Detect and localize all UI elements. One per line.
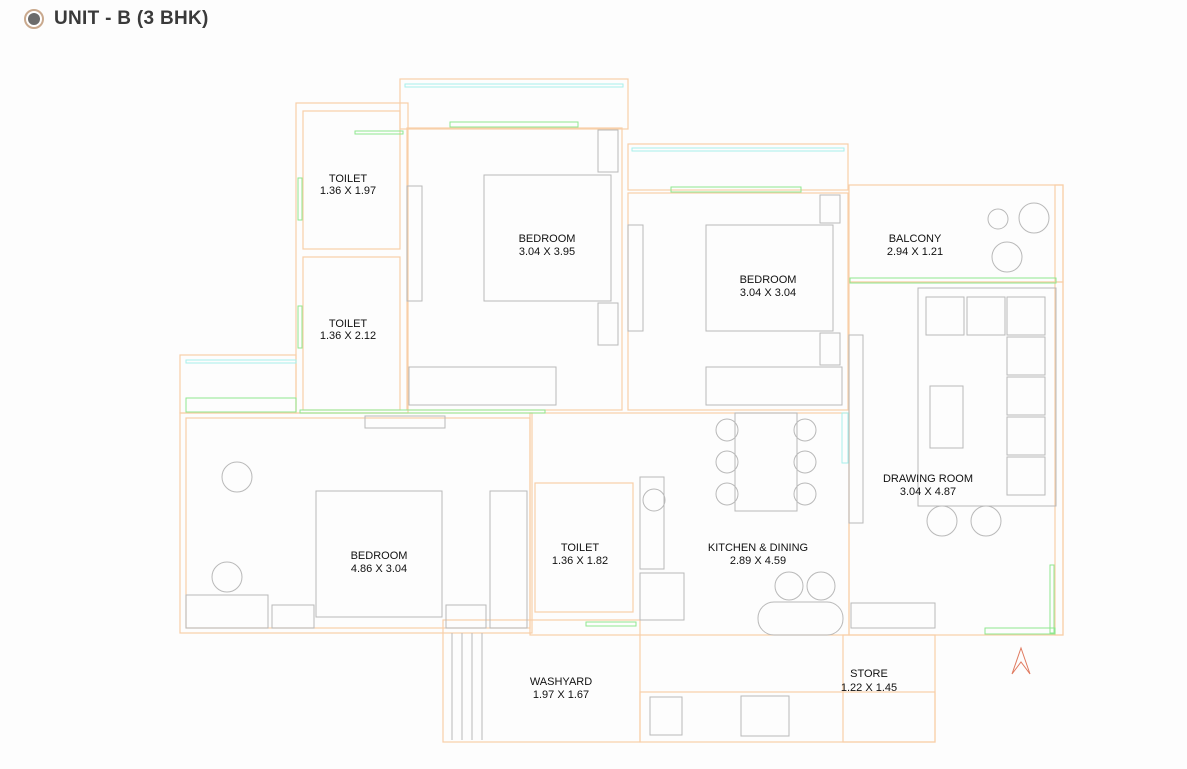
room-name: TOILET [329, 318, 368, 330]
unit-header: UNIT - B (3 BHK) [24, 8, 209, 30]
room-size: 1.36 X 1.97 [320, 185, 376, 197]
windows [185, 83, 1057, 635]
room-name: WASHYARD [530, 676, 592, 688]
room-size: 3.04 X 4.87 [900, 486, 956, 498]
unit-title: UNIT - B (3 BHK) [54, 8, 209, 29]
room-size: 1.36 X 2.12 [320, 330, 376, 342]
north-arrow-icon [1011, 646, 1031, 675]
furniture [185, 129, 1057, 740]
room-size: 2.94 X 1.21 [887, 246, 943, 258]
walls [179, 78, 1064, 743]
room-size: 3.04 X 3.95 [519, 246, 575, 258]
room-size: 3.04 X 3.04 [740, 287, 796, 299]
room-name: KITCHEN & DINING [708, 542, 808, 554]
room-name: BEDROOM [351, 550, 408, 562]
room-size: 2.89 X 4.59 [730, 555, 786, 567]
room-name: TOILET [561, 542, 600, 554]
room-name: STORE [850, 668, 888, 680]
room-size: 1.22 X 1.45 [841, 682, 897, 694]
room-name: BEDROOM [740, 274, 797, 286]
room-name: DRAWING ROOM [883, 473, 973, 485]
room-size: 1.97 X 1.67 [533, 689, 589, 701]
radio-dot-icon [28, 13, 40, 25]
room-label-store: STORE 1.22 X 1.45 [841, 668, 897, 694]
room-name: TOILET [329, 173, 368, 185]
room-size: 1.36 X 1.82 [552, 555, 608, 567]
room-size: 4.86 X 3.04 [351, 563, 407, 575]
room-name: BEDROOM [519, 233, 576, 245]
unit-radio-button[interactable] [24, 9, 44, 29]
room-name: BALCONY [889, 233, 942, 245]
